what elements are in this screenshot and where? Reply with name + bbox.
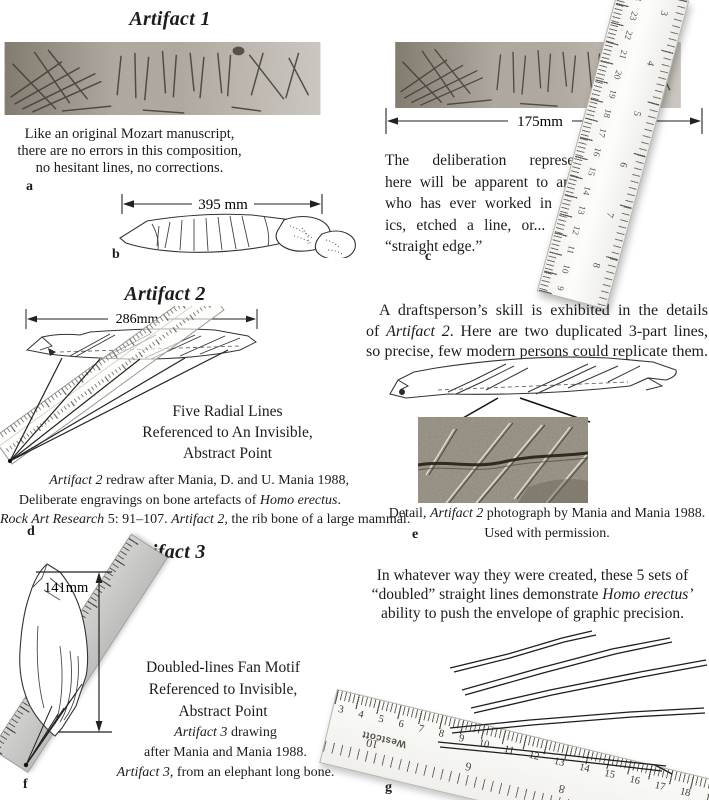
text-line: ics, etched a line, or... used a — [385, 216, 601, 234]
panel-label-e: e — [412, 527, 419, 542]
dimension-f-lines — [36, 571, 112, 733]
note-line: Abstract Point — [178, 703, 268, 720]
artifact1-caption: Like an original Mozart manuscript, ther… — [2, 126, 257, 177]
artifact3-note: Doubled-lines Fan Motif Referenced to In… — [133, 657, 313, 723]
dimension-b-label: 395 mm — [198, 197, 248, 213]
radial-lines — [9, 349, 229, 462]
caption-line: after Mania and Mania 1988. — [144, 745, 307, 760]
deliberation-paragraph: The deliberation represented here will b… — [385, 150, 601, 258]
text-line: so precise, few modern persons could rep… — [366, 343, 708, 360]
artifact2-panel-drawing: 286mm — [0, 306, 258, 465]
fan-lines — [25, 683, 83, 766]
artifact1-bone-drawing: 395 mm — [119, 194, 356, 258]
ruler-graphic-d — [0, 306, 225, 465]
text-line: who has ever worked in graph- — [385, 195, 601, 212]
panel-label-f: f — [23, 777, 28, 792]
dimension-d-label: 286mm — [116, 312, 159, 327]
draftsperson-paragraph: A draftsperson’s skill is exhibited in t… — [366, 301, 708, 363]
caption-line: Rock Art Research 5: 91–107. Artifact 2,… — [0, 512, 411, 527]
artifact1-photo — [3, 42, 322, 115]
panel-label-c: c — [425, 249, 432, 264]
artifact2-title: Artifact 2 — [124, 283, 206, 305]
note-line: Doubled-lines Fan Motif — [145, 659, 301, 676]
note-line: Five Radial Lines — [172, 403, 283, 420]
doubled-lines-drawing — [437, 630, 708, 775]
panel-label-d: d — [27, 524, 35, 539]
artifact3-drawing: 141mm — [19, 563, 112, 768]
panel-label-g: g — [385, 780, 392, 795]
caption-line: Like an original Mozart manuscript, — [24, 126, 235, 142]
panel-label-a: a — [26, 179, 33, 194]
detail-photo-caption: Detail, Artifact 2 photograph by Mania a… — [388, 504, 706, 543]
caption-line: Artifact 3, from an elephant long bone. — [116, 765, 335, 780]
text-line: In whatever way they were created, these… — [376, 567, 689, 584]
caption-line: there are no errors in this composition, — [17, 143, 242, 159]
artifact3-reference: Artifact 3 drawing after Mania and Mania… — [103, 723, 348, 783]
dimension-c-label: 175mm — [517, 114, 563, 130]
dimension-f-label: 141mm — [44, 580, 89, 596]
dimension-c: 175mm — [385, 108, 703, 134]
text-line: here will be apparent to anyone — [385, 173, 601, 191]
note-line: Referenced to An Invisible, — [142, 424, 313, 441]
doubled-lines-paragraph: In whatever way they were created, these… — [360, 566, 705, 623]
caption-line: Used with permission. — [484, 525, 610, 541]
note-line: Abstract Point — [182, 445, 273, 462]
text-line: “doubled” straight lines demonstrate Hom… — [371, 586, 694, 603]
caption-line: Deliberate engravings on bone artefacts … — [18, 492, 341, 508]
text-line: The deliberation represented — [385, 152, 601, 169]
text-line: “straight edge.” — [385, 238, 483, 255]
caption-line: Artifact 3 drawing — [174, 725, 277, 740]
artifact2-note: Five Radial Lines Referenced to An Invis… — [110, 401, 345, 464]
panel-label-b: b — [112, 247, 120, 262]
text-line: of Artifact 2. Here are two duplicated 3… — [366, 322, 708, 340]
artifact1-title: Artifact 1 — [129, 8, 211, 30]
note-line: Referenced to Invisible, — [148, 681, 298, 698]
caption-line: Artifact 2 redraw after Mania, D. and U.… — [49, 473, 349, 488]
text-line: A draftsperson’s skill is exhibited in t… — [379, 302, 708, 319]
text-line: ability to push the envelope of graphic … — [380, 605, 685, 622]
artifact2-reference: Artifact 2 redraw after Mania, D. and U.… — [0, 471, 411, 530]
artifact2-detail-photo — [418, 417, 588, 503]
caption-line: Detail, Artifact 2 photograph by Mania a… — [388, 506, 706, 521]
caption-line: no hesitant lines, no corrections. — [35, 160, 224, 176]
artifact2-detail-drawing — [389, 356, 677, 423]
